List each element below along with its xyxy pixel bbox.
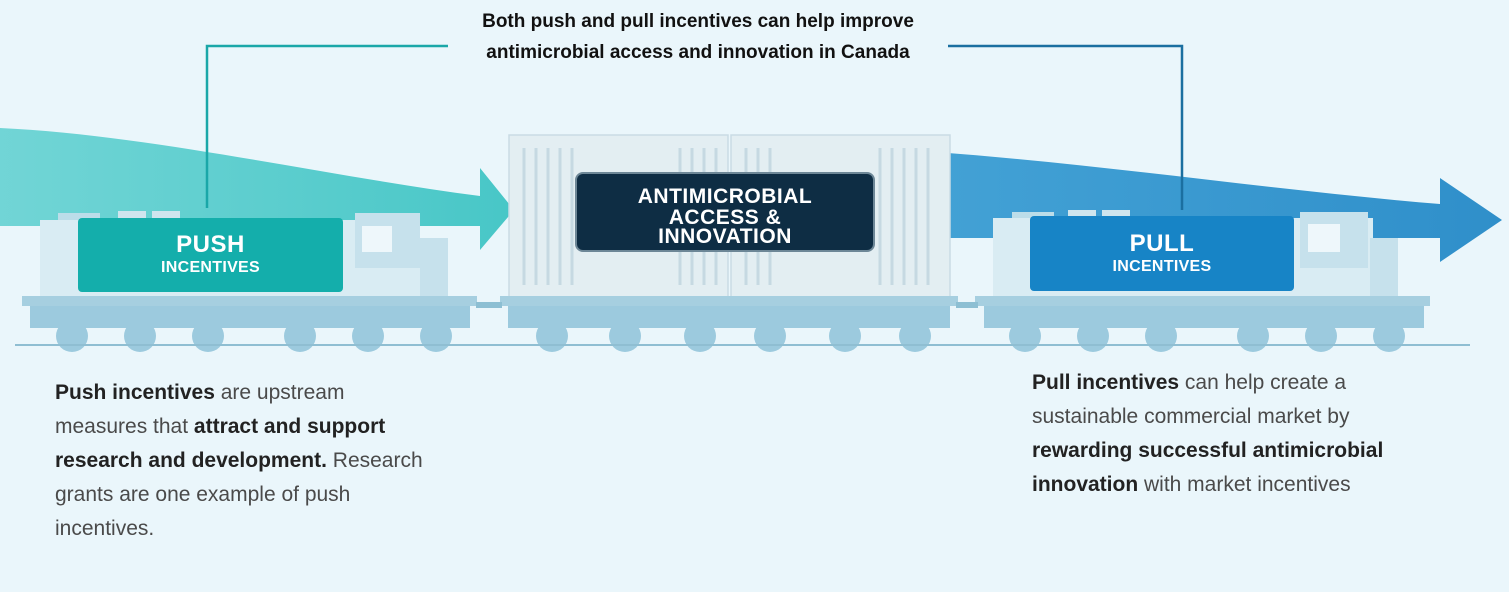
push-description: Push incentives are upstream measures th… — [55, 376, 435, 546]
antimicrobial-access-box: ANTIMICROBIAL ACCESS & INNOVATION — [575, 172, 875, 252]
push-title: PUSH — [176, 231, 245, 258]
pull-desc-text-1: can help create a sustainable commercial… — [1032, 371, 1350, 428]
push-incentives-box: PUSH INCENTIVES — [78, 218, 343, 292]
coupler-right — [956, 302, 978, 308]
push-desc-text-2: Research grants are one example of push … — [55, 449, 423, 540]
push-desc-term: Push incentives — [55, 381, 215, 404]
pull-desc-term: Pull incentives — [1032, 371, 1180, 394]
pull-title: PULL — [1129, 229, 1195, 257]
push-connector-line — [205, 44, 455, 208]
diagram-heading: Both push and pull incentives can help i… — [448, 6, 948, 68]
push-subtitle: INCENTIVES — [160, 259, 260, 276]
center-line-2: ACCESS & — [668, 205, 782, 229]
pull-desc-emphasis: rewarding successful antimicrobial innov… — [1032, 439, 1384, 496]
center-line-3: INNOVATION — [658, 224, 792, 248]
heading-line-1: Both push and pull incentives can help i… — [482, 11, 914, 32]
coupler-left — [476, 302, 502, 308]
pull-connector-line — [944, 44, 1184, 210]
center-line-1: ANTIMICROBIAL — [637, 184, 813, 208]
pull-description: Pull incentives can help create a sustai… — [1032, 366, 1412, 502]
pull-desc-text-2: with market incentives — [1138, 473, 1351, 496]
pull-subtitle: INCENTIVES — [1112, 257, 1212, 275]
push-desc-text-1: are upstream measures that — [55, 381, 345, 438]
pull-incentives-box: PULL INCENTIVES — [1030, 216, 1294, 291]
heading-line-2: antimicrobial access and innovation in C… — [486, 42, 910, 63]
push-desc-emphasis: attract and support research and develop… — [55, 415, 386, 472]
